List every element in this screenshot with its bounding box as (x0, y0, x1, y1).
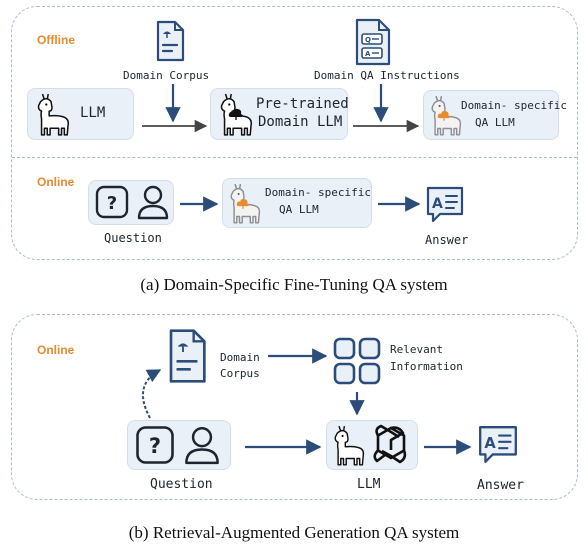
panel-b-frame (11, 314, 578, 500)
caption-a: (a) Domain-Specific Fine-Tuning QA syste… (140, 275, 448, 294)
svg-text:A: A (365, 50, 371, 58)
caption-b: (b) Retrieval-Augmented Generation QA sy… (128, 523, 460, 542)
relevant-label-1: Relevant (390, 343, 443, 356)
panel-a-arrows (142, 84, 421, 212)
svg-text:A: A (432, 196, 443, 212)
question-label-b: Question (150, 477, 213, 492)
cloud-icon (228, 108, 243, 120)
question-mark-icon: ? (136, 426, 174, 464)
offline-label: Offline (37, 33, 75, 47)
svg-text:?: ? (149, 434, 161, 458)
openai-logo-icon (373, 424, 407, 464)
qa-document-icon: Q A (355, 18, 391, 66)
llm-label-a: LLM (80, 105, 106, 121)
pretrained-label-2: Domain LLM (258, 114, 343, 130)
domain-specific-label-2: QA LLM (475, 116, 515, 129)
online-label-b: Online (37, 343, 75, 357)
document-icon (169, 329, 206, 383)
answer-label-a: Answer (425, 233, 469, 247)
cloud-icon (236, 198, 249, 209)
svg-text:A: A (484, 435, 496, 452)
answer-label-b: Answer (477, 478, 524, 493)
question-label-a: Question (104, 231, 162, 245)
svg-text:Q: Q (365, 36, 371, 44)
domain-corpus-label-1: Domain (220, 351, 260, 364)
grid-icon (333, 337, 381, 385)
arrow-question-to-corpus (141, 369, 162, 419)
offline-online-divider (12, 157, 577, 158)
pretrained-label-1: Pre-trained (256, 96, 349, 112)
user-icon (185, 427, 219, 465)
user-icon (137, 185, 169, 220)
cloud-icon (437, 110, 450, 121)
answer-chat-icon: A (426, 186, 464, 223)
panel-a-frame (11, 6, 578, 260)
svg-text:?: ? (107, 193, 117, 214)
domain-corpus-label: Domain Corpus (123, 69, 210, 82)
online-domain-specific-label-1: Domain- specific (265, 186, 371, 199)
online-domain-specific-label-2: QA LLM (279, 203, 319, 216)
domain-corpus-label-2: Corpus (220, 367, 260, 380)
question-mark-icon: ? (95, 185, 129, 219)
domain-specific-label-1: Domain- specific (461, 99, 567, 112)
document-icon (156, 20, 185, 62)
llm-label-b: LLM (357, 477, 381, 492)
domain-qa-instructions-label: Domain QA Instructions (314, 69, 460, 82)
online-label-a: Online (37, 175, 75, 189)
answer-chat-icon: A (479, 426, 517, 463)
relevant-label-2: Information (390, 360, 463, 373)
